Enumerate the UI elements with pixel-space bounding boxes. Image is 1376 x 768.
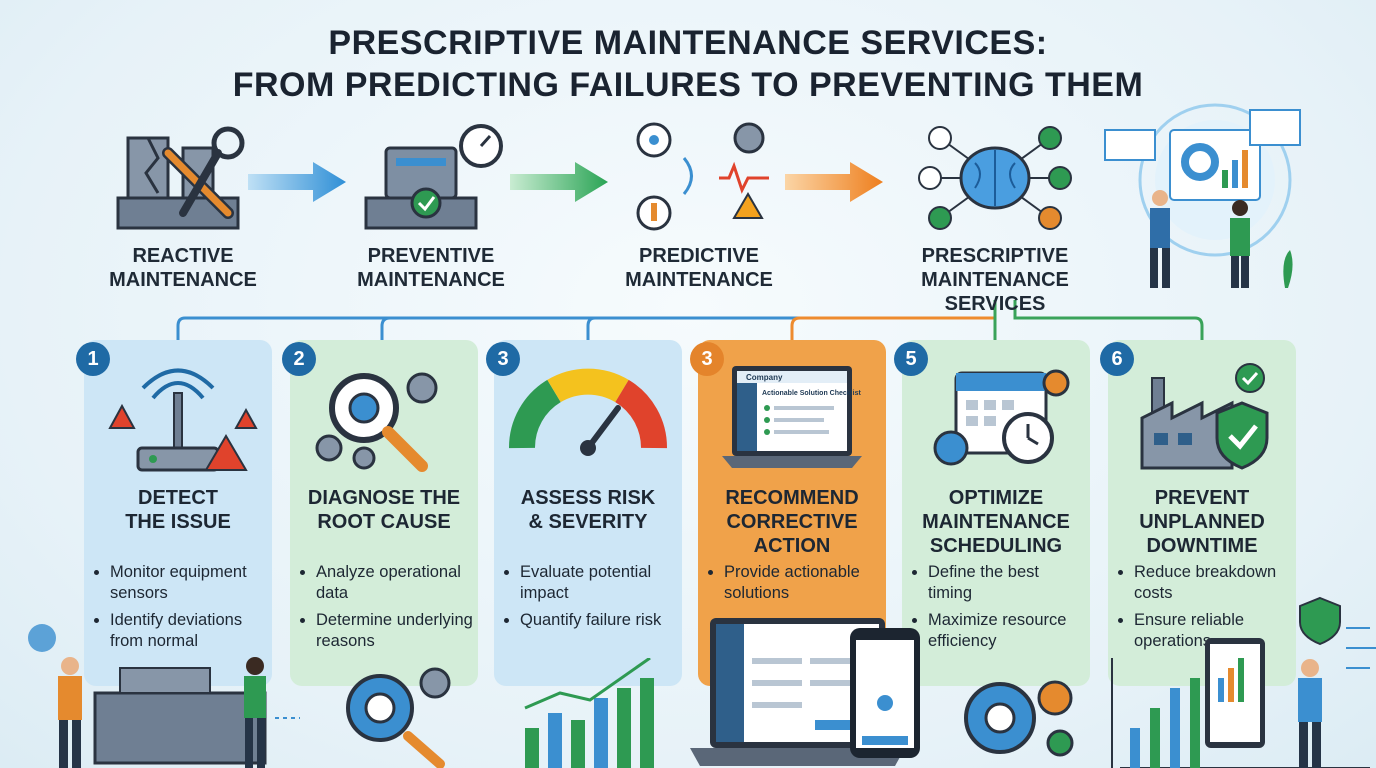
stage-preventive: PREVENTIVE MAINTENANCE [316, 110, 546, 300]
step-number-badge: 3 [690, 342, 724, 376]
sensor-signal-icon [636, 122, 769, 231]
step-bullets: Analyze operational data Determine under… [298, 562, 474, 658]
step-title: DIAGNOSE THE ROOT CAUSE [307, 487, 461, 533]
step-title: ASSESS RISK & SEVERITY [520, 487, 656, 533]
magnifier-gears-icon [315, 372, 438, 472]
step-bullets: Monitor equipment sensors Identify devia… [92, 562, 268, 658]
step-title: RECOMMEND CORRECTIVE ACTION [725, 487, 859, 557]
risk-gauge-icon [508, 368, 668, 456]
title-line-1: PRESCRIPTIVE MAINTENANCE SERVICES: [328, 24, 1048, 62]
step-bullets: Evaluate potential impact Quantify failu… [502, 562, 678, 637]
step-card-diagnose: 2 DIAGNOSE THE ROOT CAUSE Analyze operat… [282, 340, 478, 686]
ai-brain-network-icon [918, 126, 1072, 230]
stage-label-line1: PRESCRIPTIVE [921, 245, 1069, 267]
step-bullet: Quantify failure risk [520, 610, 678, 631]
dashboard-worker-illustration [1111, 596, 1376, 768]
step-bullet: Define the best timing [928, 562, 1086, 604]
step-card-optimize: 5 OPTIMIZE MAINTENANCE SCHEDULING Define… [894, 340, 1090, 686]
step-bullets: Reduce breakdown costs Ensure reliable o… [1116, 562, 1292, 658]
stage-label-line1: PREDICTIVE [638, 245, 760, 267]
step-bullet: Determine underlying reasons [316, 610, 474, 652]
growth-bar-chart-illustration [524, 658, 654, 768]
step-card-prevent: 6 PREVENT UNPLANNED DOWNTIME Reduce brea… [1100, 340, 1296, 686]
laptop-company-label: Company [746, 373, 783, 382]
step-number-badge: 6 [1100, 342, 1134, 376]
analyst-dashboard-illustration [1104, 103, 1301, 288]
stage-predictive: PREDICTIVE MAINTENANCE [584, 110, 814, 300]
step-title: OPTIMIZE MAINTENANCE SCHEDULING [922, 487, 1070, 557]
stage-prescriptive: PRESCRIPTIVE MAINTENANCE SERVICES [880, 110, 1110, 315]
step-number-badge: 3 [486, 342, 520, 376]
step-card-assess: 3 ASSESS RISK & SEVERITY Evaluate potent… [486, 340, 682, 686]
page-title: PRESCRIPTIVE MAINTENANCE SERVICES: FROM … [0, 22, 1376, 106]
step-title: DETECT THE ISSUE [125, 487, 231, 533]
gear-magnifier-illustration [346, 667, 451, 768]
gears-illustration [964, 680, 1074, 757]
sensor-alert-icon [108, 368, 258, 472]
arrow-right-icon [510, 162, 608, 202]
step-card-detect: 1 DETECT THE ISSUE Monitor equipment sen… [76, 340, 272, 686]
arrow-right-icon [248, 162, 346, 202]
step-bullet: Monitor equipment sensors [110, 562, 268, 604]
machine-gauge-icon [364, 124, 503, 230]
calendar-clock-icon [933, 369, 1070, 466]
step-bullets: Define the best timing Maximize resource… [910, 562, 1086, 658]
stage-label: PREVENTIVE MAINTENANCE [316, 244, 546, 292]
factory-shield-icon [1140, 363, 1269, 470]
stage-label-line2: MAINTENANCE SERVICES [921, 269, 1069, 315]
stage-label: PRESCRIPTIVE MAINTENANCE SERVICES [880, 244, 1110, 316]
step-number-badge: 1 [76, 342, 110, 376]
step-bullet: Identify deviations from normal [110, 610, 268, 652]
stage-label: PREDICTIVE MAINTENANCE [584, 244, 814, 292]
step-bullet: Ensure reliable operations [1134, 610, 1292, 652]
stage-reactive: REACTIVE MAINTENANCE [68, 110, 298, 300]
stage-label-line2: MAINTENANCE [109, 269, 257, 291]
laptop-phone-app-illustration [690, 618, 920, 766]
step-number-badge: 2 [282, 342, 316, 376]
step-bullet: Provide actionable solutions [724, 562, 882, 604]
technicians-machine-illustration [28, 624, 300, 768]
step-bullet: Analyze operational data [316, 562, 474, 604]
stage-label-line2: MAINTENANCE [357, 269, 505, 291]
step-title: PREVENT UNPLANNED DOWNTIME [1139, 487, 1265, 557]
stage-label-line1: PREVENTIVE [367, 245, 495, 267]
step-bullets: Provide actionable solutions [706, 562, 882, 610]
broken-machine-wrench-icon [116, 126, 245, 230]
laptop-heading: Actionable Solution Checklist [762, 390, 861, 397]
laptop-checklist-icon [722, 366, 862, 468]
step-bullet: Maximize resource efficiency [928, 610, 1086, 652]
title-line-2: FROM PREDICTING FAILURES TO PREVENTING T… [232, 66, 1144, 104]
step-number-badge: 5 [894, 342, 928, 376]
step-bullet: Reduce breakdown costs [1134, 562, 1292, 604]
stage-label-line1: REACTIVE [132, 245, 234, 267]
stage-label-line2: MAINTENANCE [625, 269, 773, 291]
stage-label: REACTIVE MAINTENANCE [68, 244, 298, 292]
arrow-right-icon [785, 162, 883, 202]
step-bullet: Evaluate potential impact [520, 562, 678, 604]
